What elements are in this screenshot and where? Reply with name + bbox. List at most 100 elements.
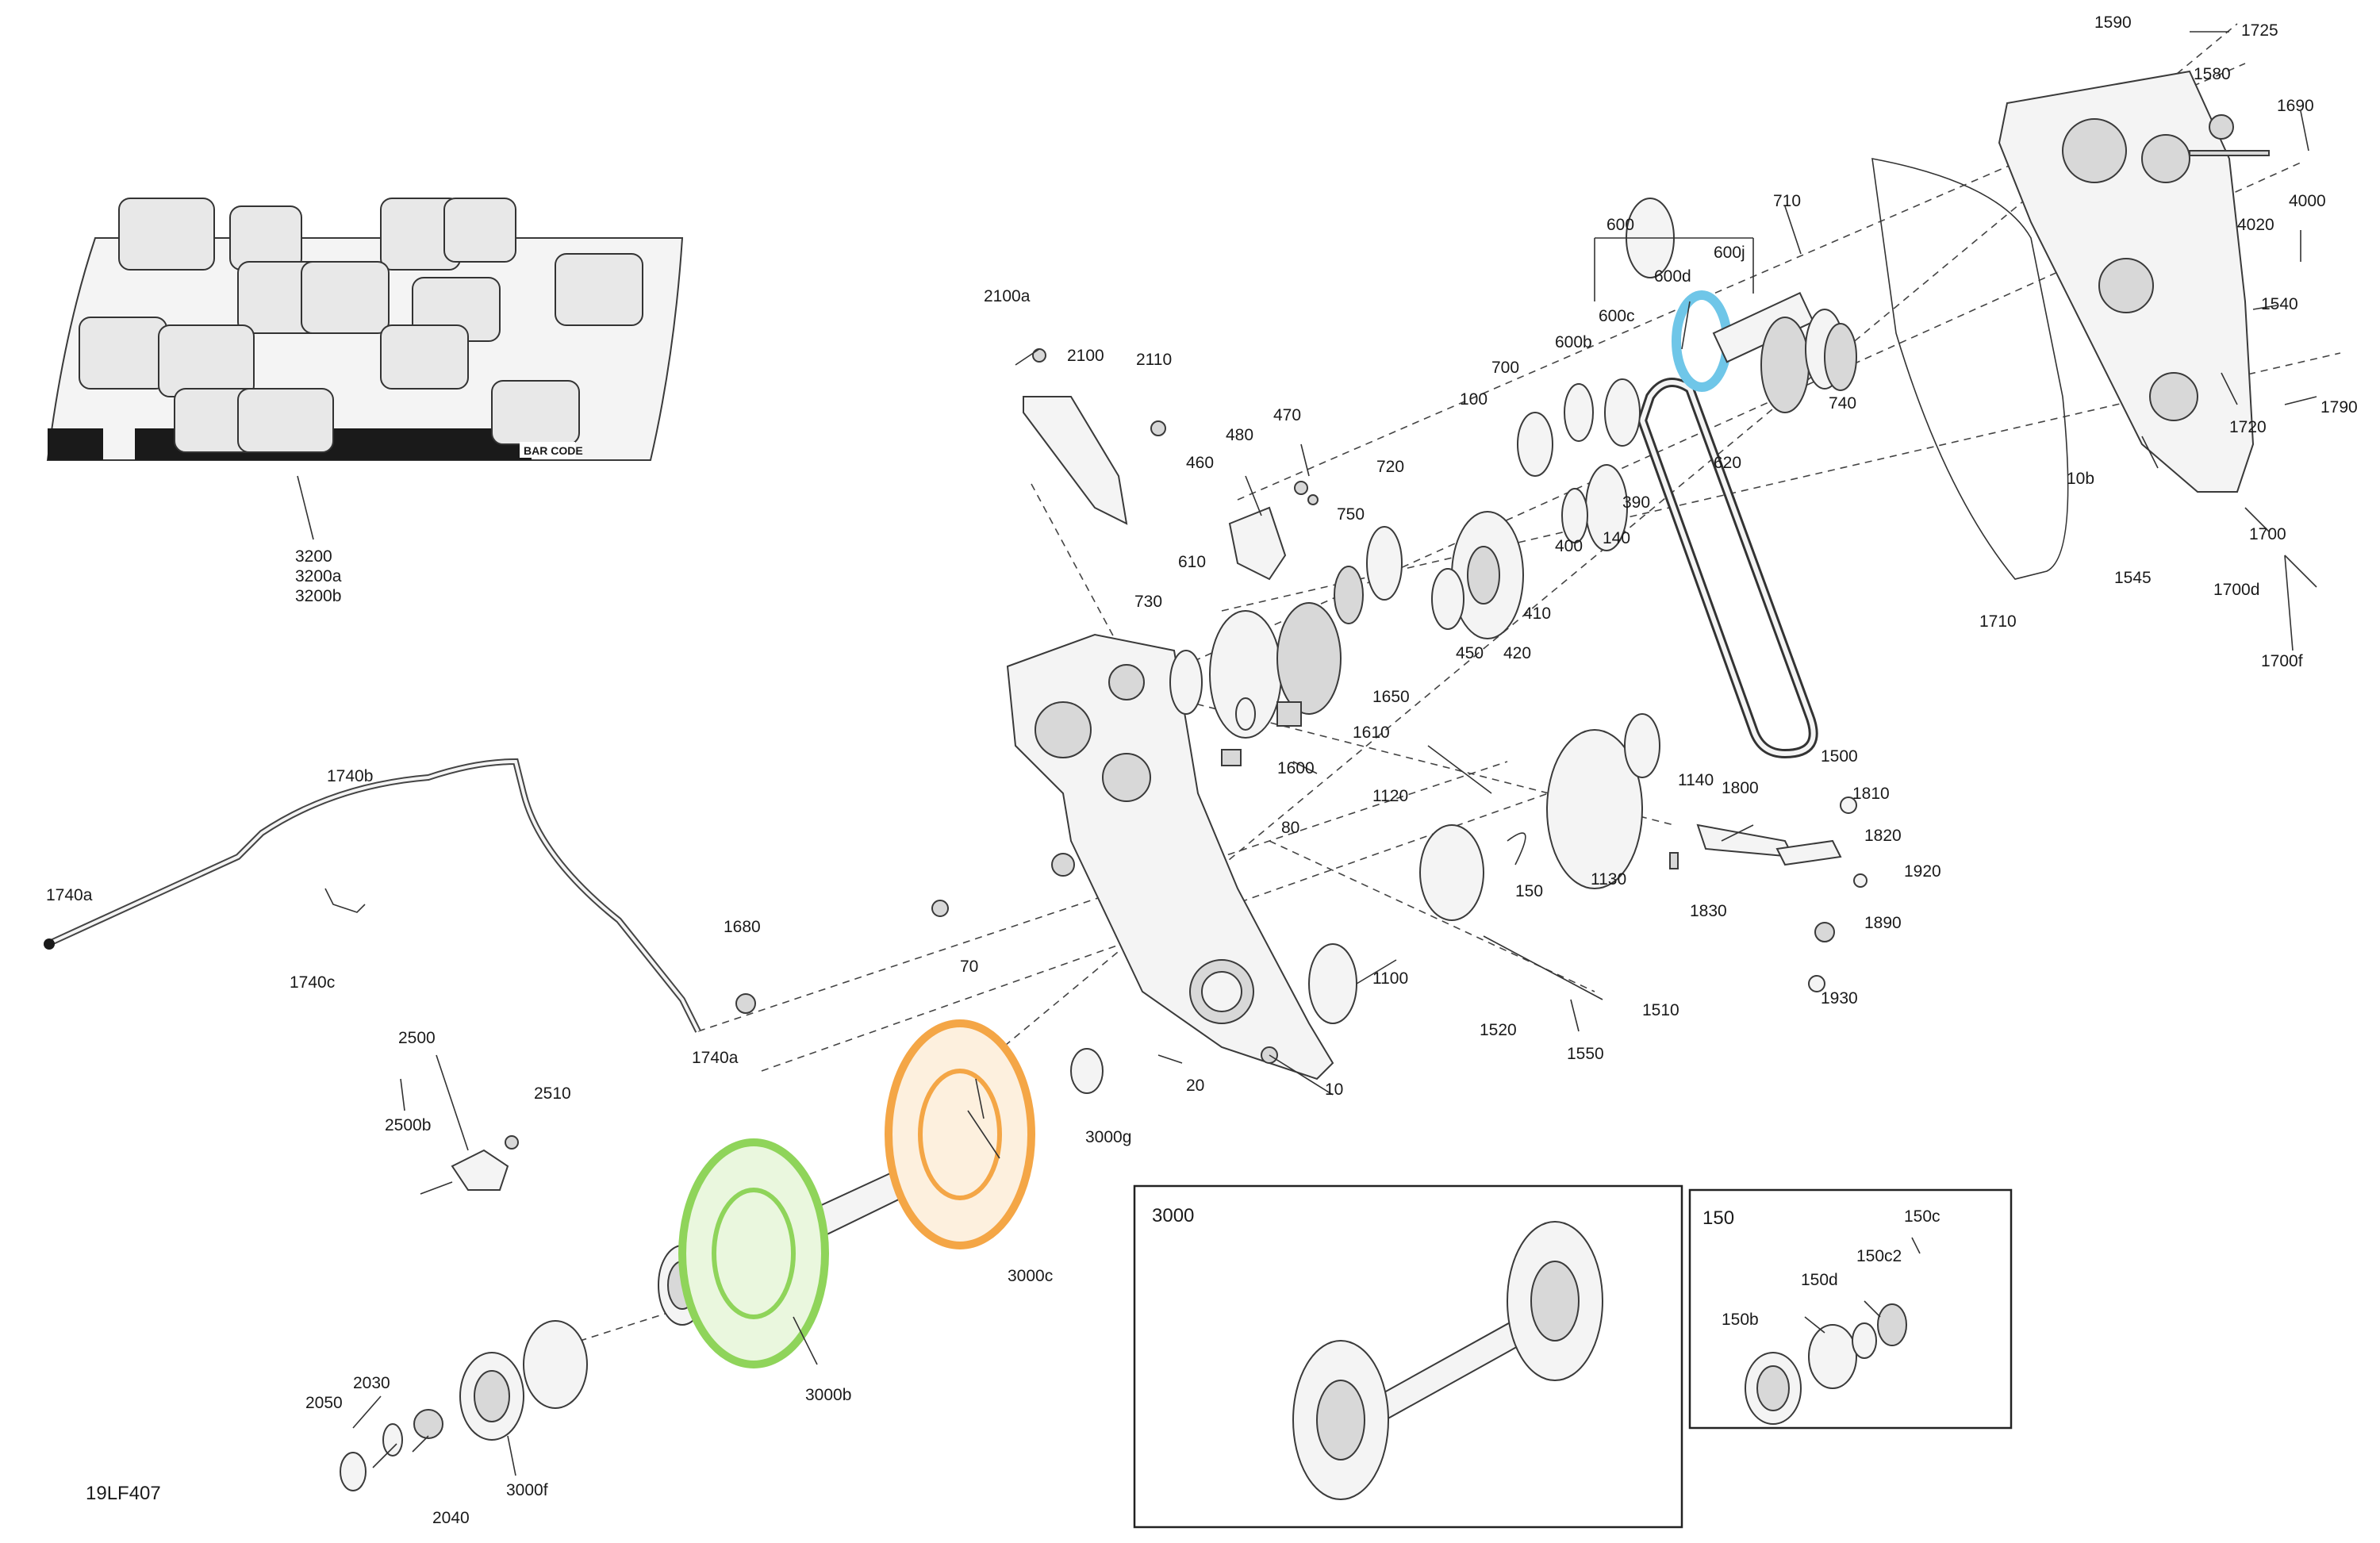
callout-1830: 1830	[1690, 902, 1727, 920]
callout-150: 150	[1515, 882, 1543, 900]
hose-1740	[44, 758, 949, 1033]
callout-1790: 1790	[2320, 398, 2358, 416]
callout-720: 720	[1376, 458, 1404, 476]
track-3200: BAR CODE	[46, 198, 684, 540]
callout-2100: 2100	[1067, 347, 1104, 365]
callout-140: 140	[1603, 529, 1630, 547]
callout-2040: 2040	[432, 1509, 470, 1527]
main-housing-10	[1006, 633, 1334, 1080]
callout-100: 100	[1460, 390, 1488, 409]
callout-600j: 600j	[1714, 244, 1745, 262]
callout-450: 450	[1456, 644, 1484, 662]
figure-id: 19LF407	[86, 1483, 161, 1504]
callout-1740b: 1740b	[327, 767, 373, 785]
callout-2100a: 2100a	[984, 287, 1031, 305]
callout-1550: 1550	[1567, 1045, 1604, 1063]
callout-3000b: 3000b	[805, 1386, 851, 1404]
callout-1740a: 1740a	[46, 886, 93, 904]
callout-1650: 1650	[1372, 688, 1410, 706]
sprocket-3000b-highlight	[678, 1138, 829, 1368]
callout-2500: 2500	[398, 1029, 436, 1047]
drive-shaft-3000	[340, 1019, 1104, 1491]
callout-2510: 2510	[534, 1084, 571, 1103]
sprocket-3000c-highlight	[885, 1019, 1035, 1249]
callout-1700: 1700	[2249, 525, 2286, 543]
inset-3000-title: 3000	[1152, 1205, 1194, 1226]
callout-150c: 150c	[1904, 1207, 1940, 1226]
callout-1920: 1920	[1904, 862, 1941, 881]
callout-10b: 10b	[2067, 470, 2094, 488]
callout-1130: 1130	[1591, 870, 1626, 889]
callout-600d: 600d	[1654, 267, 1691, 286]
gear-cluster	[1169, 198, 1857, 1024]
callout-460: 460	[1186, 454, 1214, 472]
shift-parts	[1669, 796, 1868, 992]
callout-1725: 1725	[2241, 21, 2278, 40]
callout-10: 10	[1325, 1080, 1343, 1099]
callout-1700d: 1700d	[2213, 581, 2259, 599]
callout-1690: 1690	[2277, 97, 2314, 115]
callout-3200a: 3200a	[295, 567, 342, 585]
callout-3200: 3200	[295, 547, 332, 566]
callout-1930: 1930	[1821, 989, 1858, 1008]
callout-1700f: 1700f	[2261, 652, 2303, 670]
callout-1600: 1600	[1277, 759, 1315, 777]
callout-1740a-lower: 1740a	[692, 1049, 739, 1067]
callout-1810: 1810	[1852, 785, 1890, 803]
callout-750: 750	[1337, 505, 1365, 524]
callout-3000c: 3000c	[1008, 1267, 1053, 1285]
callout-1140: 1140	[1678, 771, 1714, 789]
callout-150c2: 150c2	[1856, 1247, 1902, 1265]
callout-470: 470	[1273, 406, 1301, 424]
callout-410: 410	[1523, 605, 1551, 623]
callout-2030: 2030	[353, 1374, 390, 1392]
callout-480: 480	[1226, 426, 1253, 444]
bar-code-label: BAR CODE	[524, 444, 583, 457]
callout-1890: 1890	[1864, 914, 1902, 932]
callout-2110: 2110	[1136, 351, 1172, 369]
callout-1740c: 1740c	[290, 973, 335, 992]
callout-610: 610	[1178, 553, 1206, 571]
callout-620: 620	[1714, 454, 1741, 472]
bracket-2500	[420, 1135, 519, 1195]
callout-150b: 150b	[1722, 1311, 1759, 1329]
inset-3000: 3000	[1133, 1184, 1683, 1529]
inset-150-title: 150	[1702, 1207, 1734, 1229]
callout-labels: 1590 1725 1580 1690 4000 4020 1540 1790 …	[46, 13, 2358, 1527]
callout-3000g: 3000g	[1085, 1128, 1131, 1146]
callout-400: 400	[1555, 537, 1583, 555]
callout-600: 600	[1606, 216, 1634, 234]
callout-1120: 1120	[1372, 787, 1408, 805]
callout-80: 80	[1281, 819, 1299, 837]
inset-150: 150 150b 150d 150c2 150c	[1688, 1188, 2013, 1430]
callout-1500: 1500	[1821, 747, 1858, 766]
callout-2050: 2050	[305, 1394, 343, 1412]
callout-1710: 1710	[1979, 612, 2017, 631]
callout-1520: 1520	[1480, 1021, 1517, 1039]
callout-600b: 600b	[1555, 333, 1592, 351]
callout-1720: 1720	[2229, 418, 2267, 436]
callout-1100: 1100	[1372, 969, 1408, 988]
callout-150d: 150d	[1801, 1271, 1838, 1289]
bracket-parts	[1023, 348, 1319, 581]
callout-70: 70	[960, 958, 978, 976]
cover-1700	[1871, 70, 2270, 580]
callout-1800: 1800	[1722, 779, 1759, 797]
callout-3000f: 3000f	[506, 1481, 548, 1499]
callout-700: 700	[1491, 359, 1519, 377]
callout-1610: 1610	[1353, 724, 1390, 742]
callout-740: 740	[1829, 394, 1856, 413]
callout-390: 390	[1622, 493, 1650, 512]
callout-20: 20	[1186, 1077, 1204, 1095]
belt-1500	[1637, 378, 1818, 759]
callout-730: 730	[1134, 593, 1162, 611]
callout-1540: 1540	[2261, 295, 2298, 313]
leader-lines	[352, 31, 2317, 1476]
callout-1680: 1680	[724, 918, 761, 936]
callout-4020: 4020	[2237, 216, 2274, 234]
callout-1580: 1580	[2194, 65, 2231, 83]
callout-4000: 4000	[2289, 192, 2326, 210]
callout-1590: 1590	[2094, 13, 2132, 32]
callout-710: 710	[1773, 192, 1801, 210]
